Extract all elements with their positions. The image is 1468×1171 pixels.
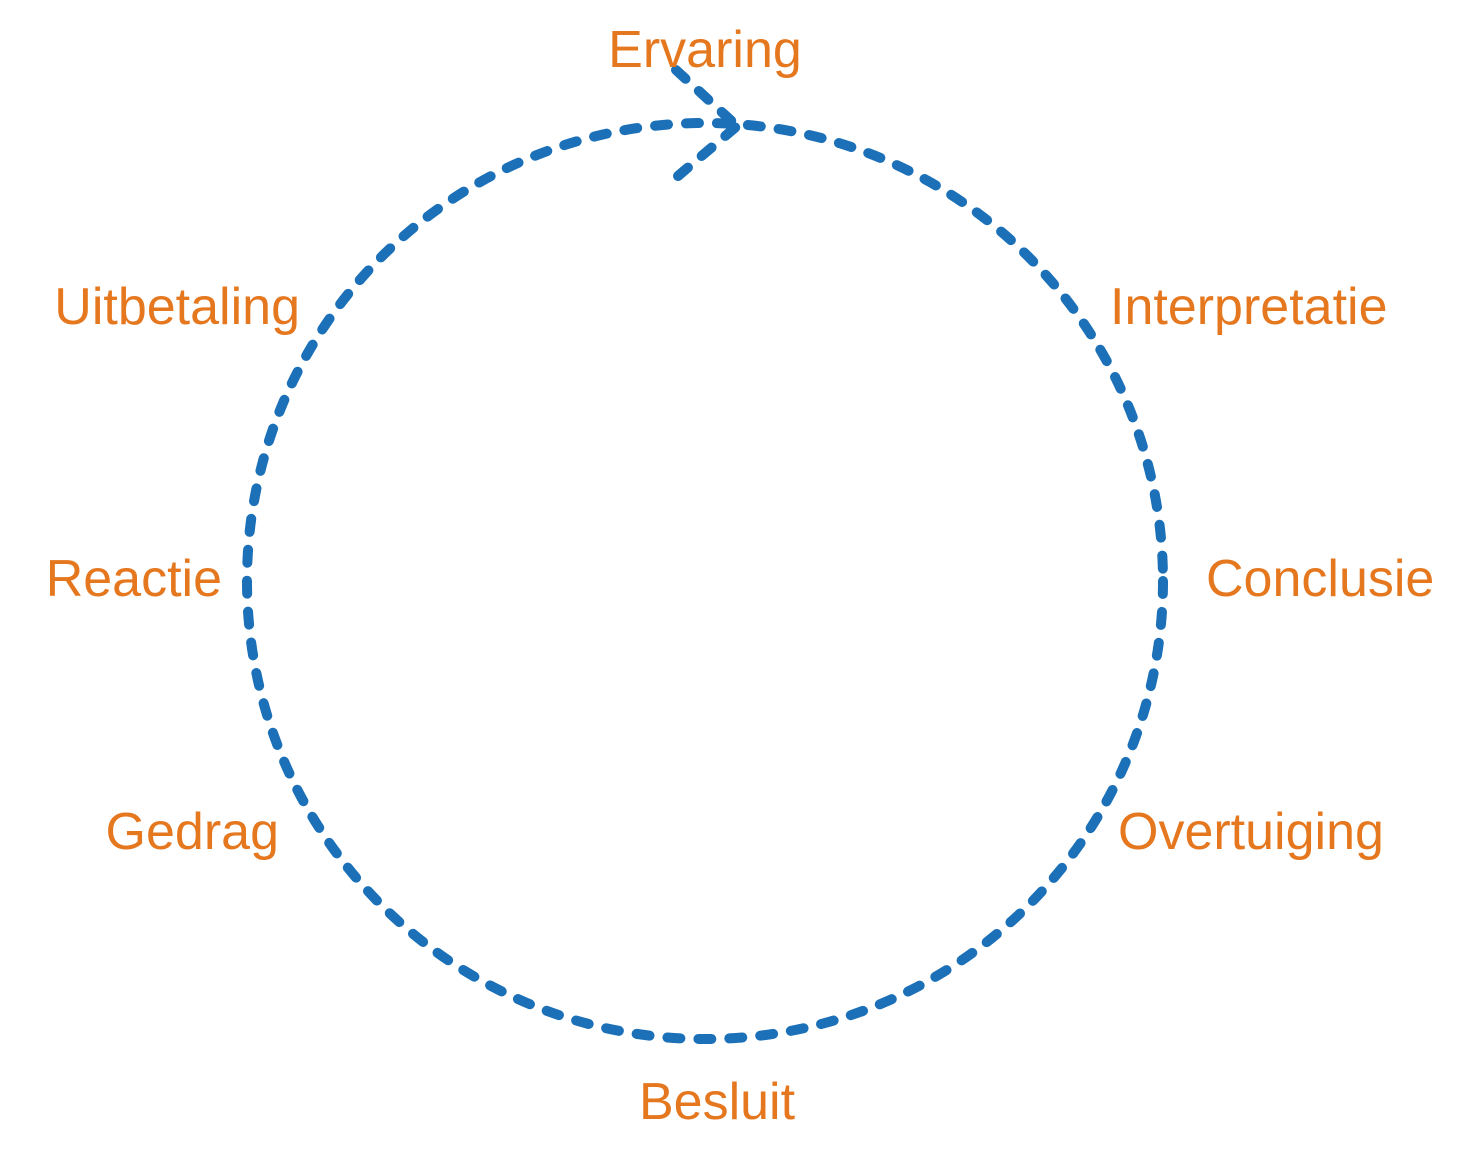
clockwise-arrow-icon xyxy=(671,65,742,181)
arrowhead-upper-barb xyxy=(671,65,742,131)
node-label-besluit: Besluit xyxy=(638,1073,796,1131)
node-label-interpretatie: Interpretatie xyxy=(1110,278,1388,336)
node-label-reactie: Reactie xyxy=(45,550,222,608)
node-label-overtuiging: Overtuiging xyxy=(1118,803,1384,861)
node-label-conclusie: Conclusie xyxy=(1206,550,1435,608)
node-label-ervaring: Ervaring xyxy=(608,21,802,79)
node-label-uitbetaling: Uitbetaling xyxy=(54,278,300,336)
node-label-gedrag: Gedrag xyxy=(105,803,279,861)
dashed-circle xyxy=(242,118,1168,1044)
arrowhead-lower-barb xyxy=(673,121,742,181)
